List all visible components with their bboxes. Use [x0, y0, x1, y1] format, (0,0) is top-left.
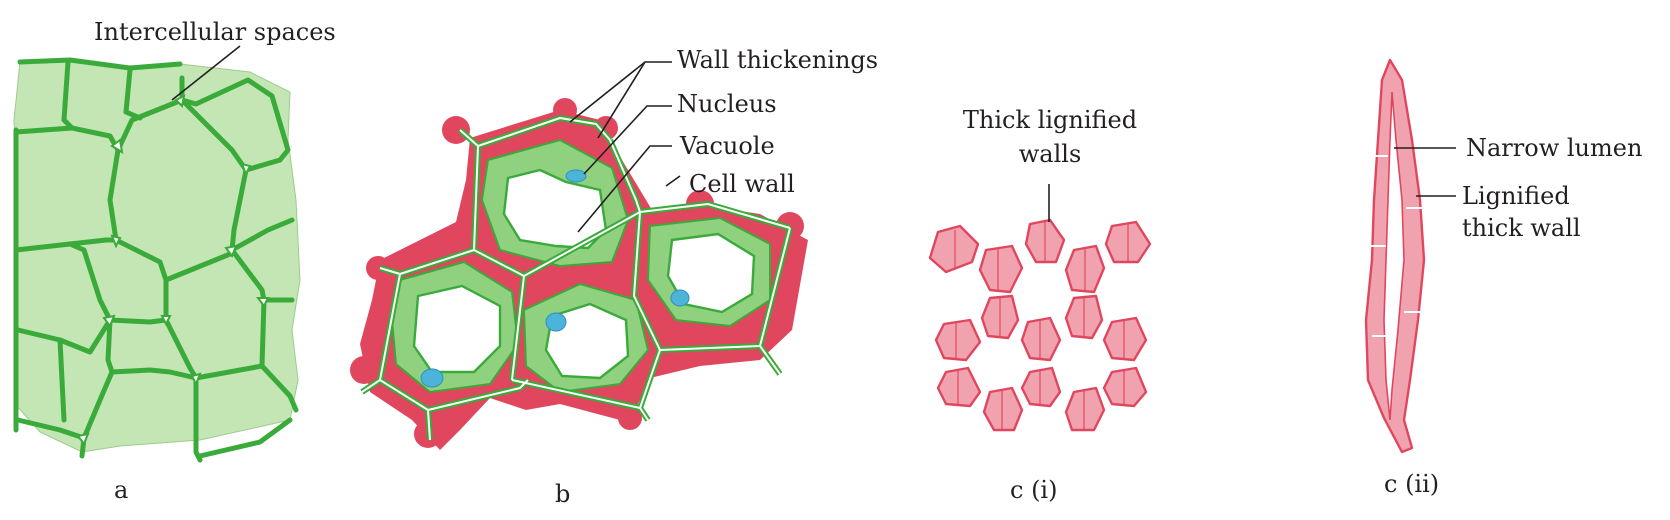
- sclerenchyma-fibre-illustration: [1364, 58, 1456, 454]
- label-vacuole: Vacuole: [680, 132, 775, 160]
- parenchyma-illustration: [13, 45, 301, 463]
- caption-b: b: [555, 480, 571, 508]
- label-lignified: Lignified: [1462, 182, 1570, 210]
- sclerenchyma-cross-section-illustration: [928, 184, 1152, 432]
- collenchyma-illustration: [350, 61, 808, 450]
- label-thick-wall: thick wall: [1462, 214, 1581, 242]
- caption-c-ii: c (ii): [1384, 470, 1440, 498]
- caption-c-i: c (i): [1010, 476, 1058, 504]
- label-thick-lignified-walls-line2: walls: [1018, 140, 1082, 168]
- label-intercellular-spaces: Intercellular spaces: [94, 18, 336, 46]
- label-thick-lignified-walls-line1: Thick lignified: [962, 106, 1138, 134]
- label-wall-thickenings: Wall thickenings: [677, 46, 879, 74]
- label-narrow-lumen: Narrow lumen: [1466, 134, 1643, 162]
- caption-a: a: [114, 476, 129, 504]
- label-cell-wall: Cell wall: [689, 170, 795, 198]
- label-nucleus: Nucleus: [677, 90, 777, 118]
